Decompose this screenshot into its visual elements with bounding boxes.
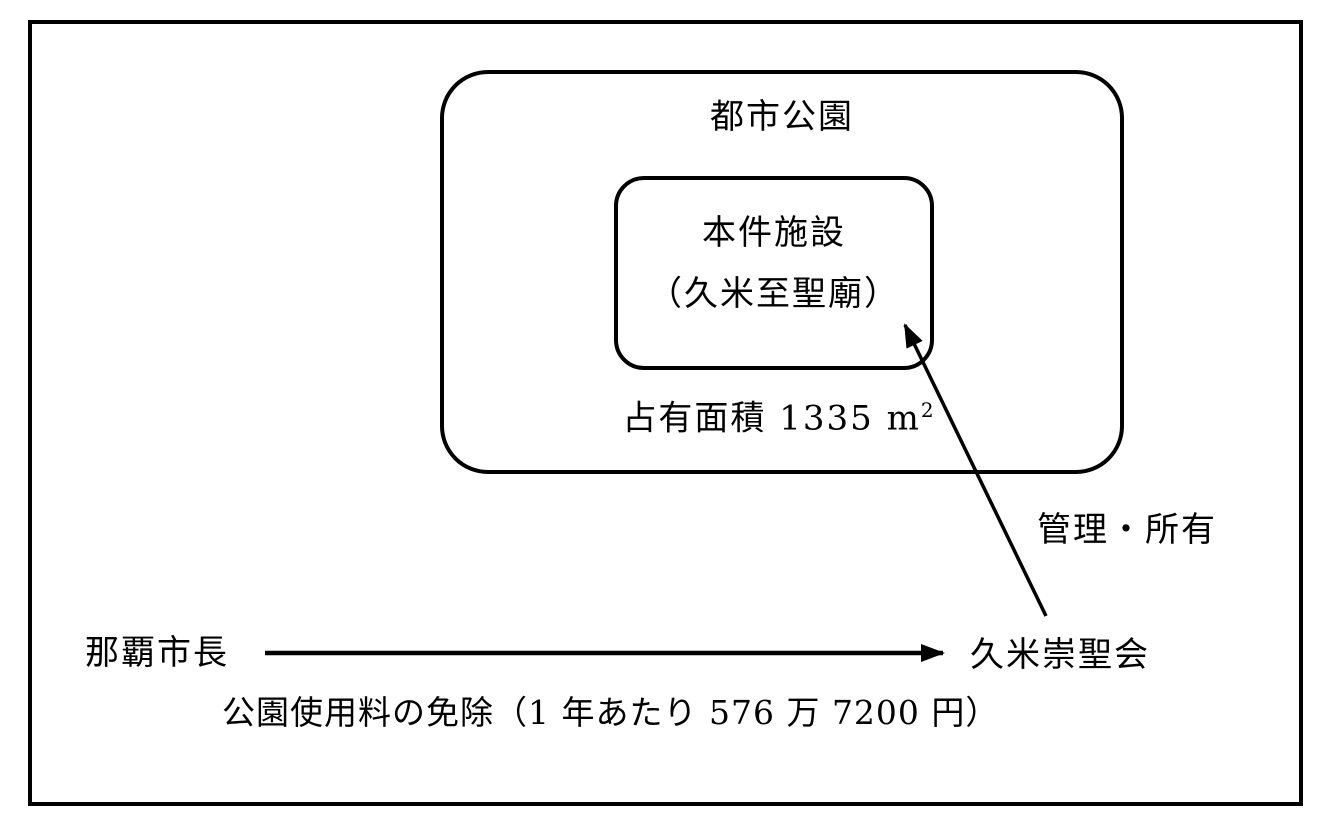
urban-park-box: 都市公園 本件施設 （久米至聖廟）	[440, 70, 1124, 474]
facility-box: 本件施設 （久米至聖廟）	[614, 176, 934, 370]
occupied-area-label: 占有面積 1335 m2	[436, 391, 1120, 437]
kume-society-label: 久米崇聖会	[970, 635, 1150, 675]
fee-exemption-label: 公園使用料の免除（1 年あたり 576 万 7200 円）	[222, 693, 1000, 732]
naha-mayor-label: 那覇市長	[85, 633, 229, 673]
diagram-frame: 都市公園 本件施設 （久米至聖廟）	[28, 20, 1303, 806]
facility-name-label: 本件施設	[702, 213, 846, 253]
occupied-area-text: 占有面積 1335 m	[622, 398, 921, 439]
occupied-area-exponent: 2	[920, 398, 934, 422]
urban-park-label: 都市公園	[710, 97, 854, 137]
management-ownership-label: 管理・所有	[1037, 510, 1217, 550]
facility-subname-label: （久米至聖廟）	[648, 274, 900, 314]
